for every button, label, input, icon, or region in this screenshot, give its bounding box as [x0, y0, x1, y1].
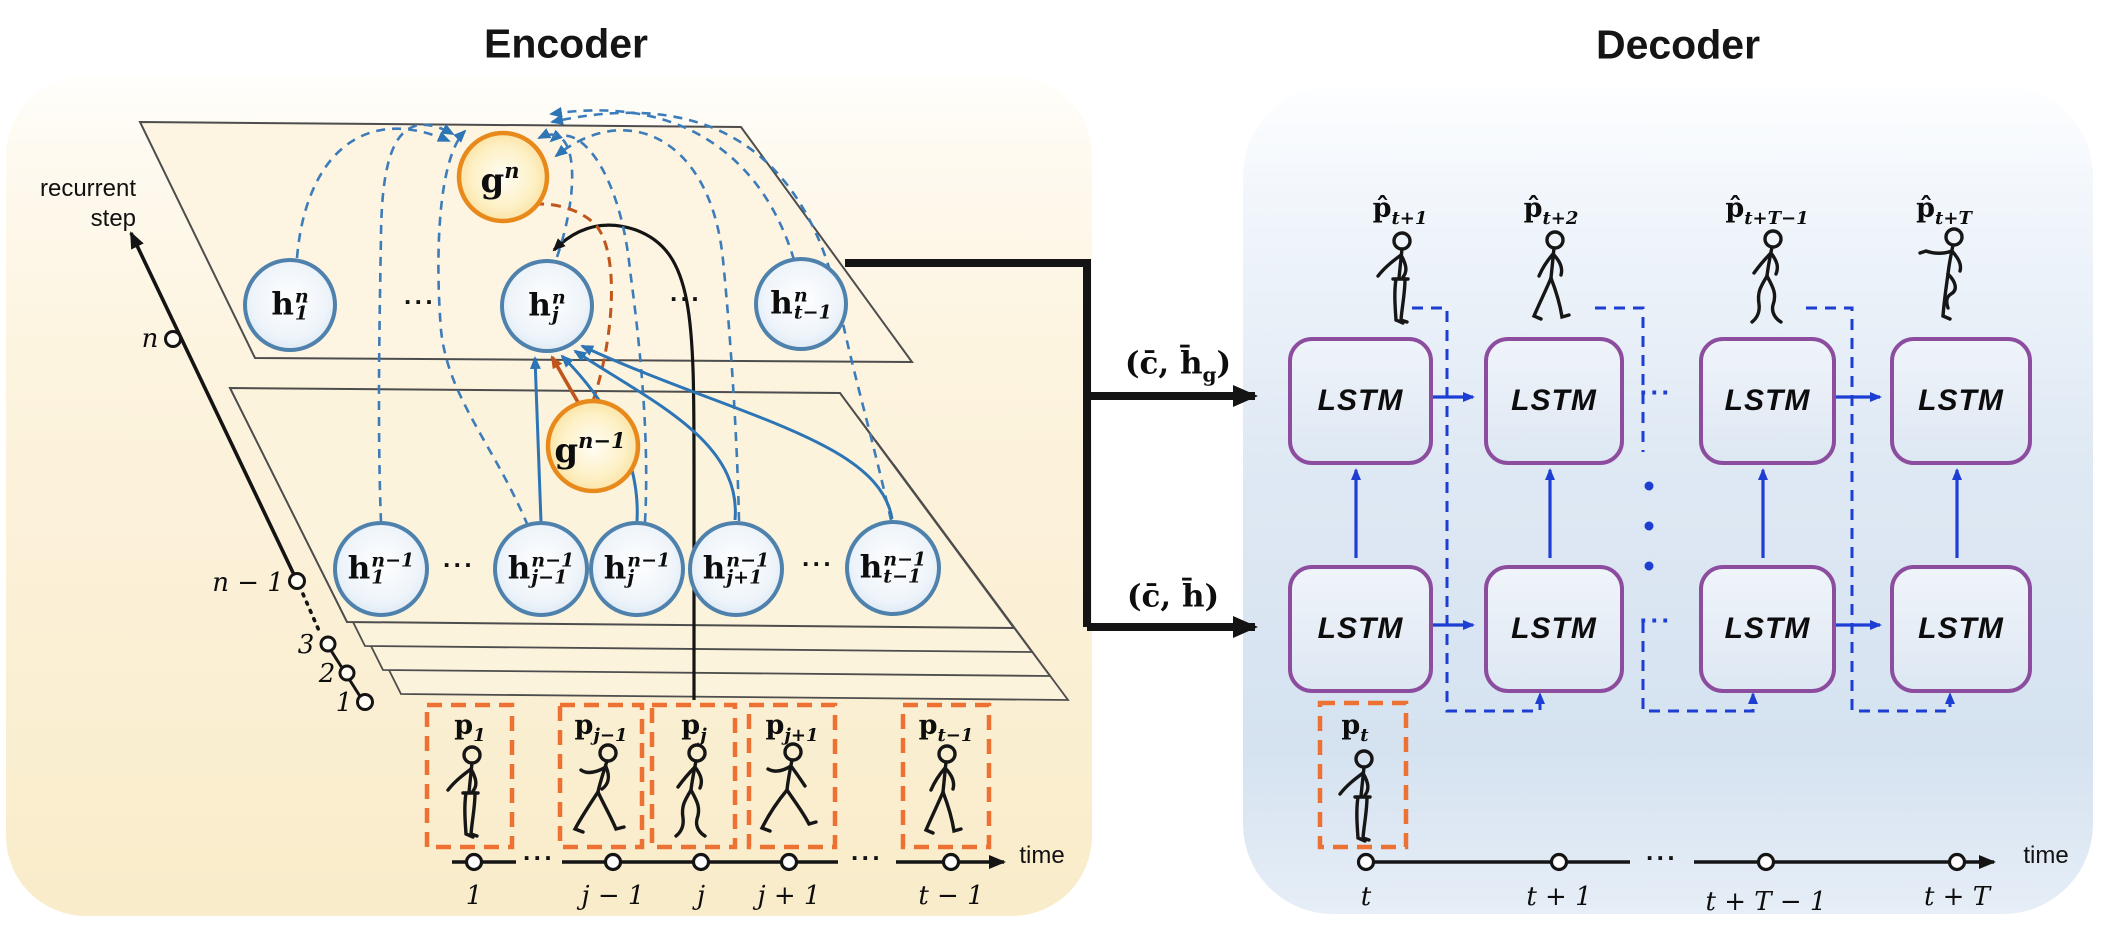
ellipsis: ··· — [523, 842, 555, 873]
lstm-label: LSTM — [1511, 612, 1597, 645]
lstm-bottom-2: LSTM — [1484, 565, 1624, 693]
step-word: step — [90, 205, 137, 232]
lstm-label: LSTM — [1511, 384, 1597, 417]
ellipsis: ··· — [1639, 377, 1673, 408]
global-to-node-arrow — [550, 355, 581, 405]
transfer-label-bottom: (c̄, h̄) — [1126, 578, 1220, 615]
pred-t+2-label: p̂t+2 — [1523, 193, 1579, 229]
ellipsis: ··· — [670, 283, 702, 314]
dec-time-tick-t+T: t + T — [1923, 882, 1991, 912]
lstm-bottom-1: LSTM — [1288, 565, 1433, 693]
encoder-title: Encoder — [483, 20, 649, 67]
input-to-node-arrow — [552, 223, 696, 700]
p-j-1-label: pj−1 — [574, 710, 628, 746]
g-n-1-label: gn−1 — [554, 428, 626, 471]
p-j-label: pj — [681, 710, 707, 746]
axis-tick-3: 3 — [297, 630, 315, 660]
node-g-n-1 — [545, 398, 641, 494]
decoder-input-box — [1317, 700, 1409, 850]
dec-time-label: time — [2023, 842, 2069, 869]
pred-t+T-1-label: p̂t+T−1 — [1725, 193, 1809, 229]
recurrent-step-label: recurrent step — [40, 174, 136, 234]
lstm-label: LSTM — [1724, 384, 1811, 417]
decoder-panel — [1243, 86, 2093, 914]
lstm-label: LSTM — [1918, 384, 2004, 417]
lstm-label: LSTM — [1317, 612, 1404, 645]
node-h-n1-1 — [333, 521, 429, 617]
ellipsis: ··· — [404, 286, 436, 317]
ellipsis: ··· — [851, 842, 883, 873]
decoder-vertical-ellipsis — [1644, 481, 1654, 571]
enc-time-tick-j+1: j + 1 — [757, 881, 821, 911]
enc-time-label: time — [1019, 842, 1065, 869]
recurrent-word: recurrent — [39, 175, 137, 202]
axis-tick-n-1: n − 1 — [212, 568, 284, 598]
decoder-flow-arrows — [1351, 392, 1962, 630]
hidden-nodes-layer-n-1 — [333, 520, 941, 617]
ellipsis: ··· — [1646, 842, 1678, 873]
lstm-bottom-4: LSTM — [1890, 565, 2032, 693]
dec-time-tick-t+T-1: t + T − 1 — [1705, 887, 1827, 917]
lstm-top-4: LSTM — [1890, 337, 2032, 465]
hidden-nodes-layer-n — [243, 257, 848, 353]
input-pose-boxes — [424, 702, 992, 850]
node-h-n1-j+1 — [688, 521, 784, 617]
lstm-label: LSTM — [1724, 612, 1811, 645]
ellipsis: ··· — [802, 548, 834, 579]
node-h-n1-j — [589, 521, 685, 617]
node-h-n-j — [500, 259, 594, 353]
dec-time-tick-t+1: t + 1 — [1526, 882, 1592, 912]
decoder-feedback-dashed — [1412, 306, 1955, 713]
pred-t+T-label: p̂t+T — [1916, 193, 1972, 229]
ellipsis: ··· — [1639, 605, 1673, 636]
decoder-title: Decoder — [1595, 21, 1761, 68]
p-t-1-label: pt−1 — [918, 710, 974, 746]
transfer-label-top: (c̄, h̄g) — [1124, 345, 1232, 387]
lstm-top-3: LSTM — [1699, 337, 1836, 465]
node-h-n1-t-1 — [845, 520, 941, 616]
axis-tick-1: 1 — [335, 688, 353, 718]
enc-time-tick-j: j — [696, 881, 706, 911]
enc-time-tick-t-1: t − 1 — [918, 881, 984, 911]
decoder-time-axis — [1356, 852, 1996, 872]
dec-time-tick-t: t — [1360, 882, 1372, 912]
node-g-n — [456, 130, 550, 224]
encoder-time-axis — [452, 852, 1006, 872]
pred-t+1-label: p̂t+1 — [1372, 193, 1428, 229]
axis-tick-2: 2 — [318, 659, 336, 689]
enc-time-tick-1: 1 — [465, 881, 483, 911]
transfer-connector — [845, 259, 1258, 638]
lstm-top-1: LSTM — [1288, 337, 1433, 465]
ellipsis: ··· — [443, 549, 475, 580]
node-h-n1-j-1 — [493, 521, 589, 617]
p-t-label: pt — [1341, 710, 1369, 746]
lstm-top-2: LSTM — [1484, 337, 1624, 465]
lstm-bottom-3: LSTM — [1699, 565, 1836, 693]
lstm-label: LSTM — [1918, 612, 2004, 645]
node-h-n-1 — [243, 258, 337, 352]
axis-tick-n: n — [141, 324, 159, 354]
node-h-n-t-1 — [754, 257, 848, 351]
g-n-label: gn — [480, 158, 520, 201]
lstm-label: LSTM — [1317, 384, 1404, 417]
attention-arcs — [295, 106, 893, 527]
p-1-label: p1 — [454, 710, 486, 746]
global-recurrent-arc — [521, 198, 613, 402]
recurrent-step-axis — [129, 231, 374, 711]
enc-time-tick-j-1: j − 1 — [581, 881, 645, 911]
p-j+1-label: pj+1 — [765, 710, 819, 746]
